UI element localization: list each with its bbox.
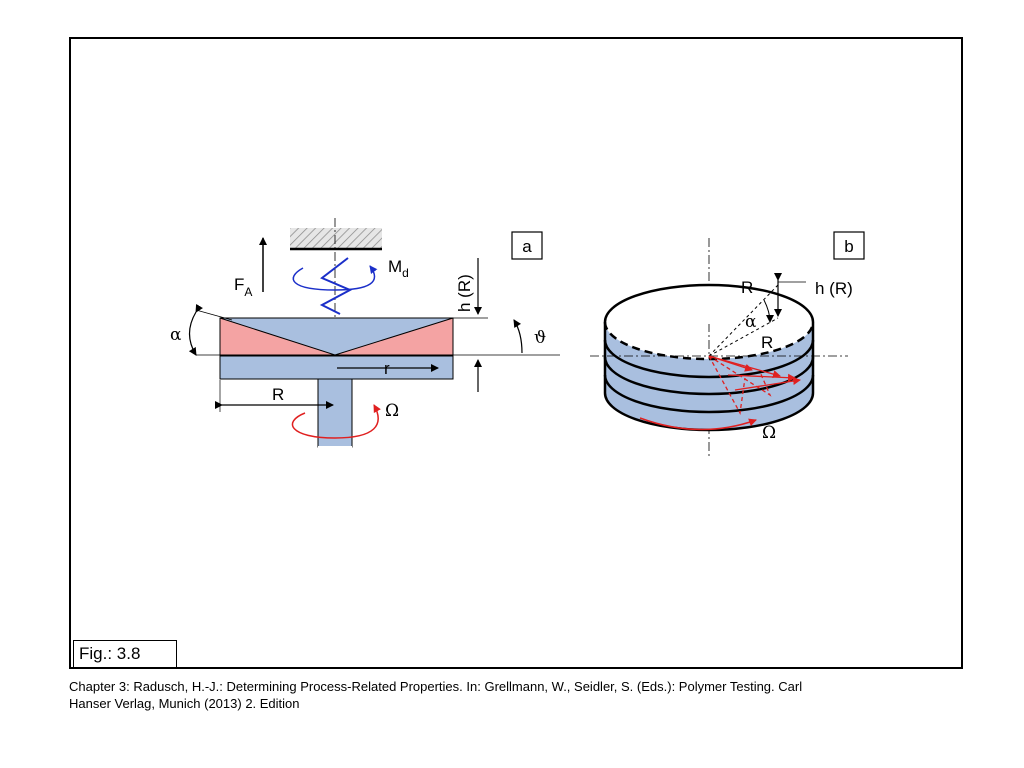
rotation-arrow-b	[639, 417, 757, 431]
radius-bottom-label: R	[761, 333, 773, 352]
figure-label: Fig.: 3.8	[73, 640, 177, 668]
deflection-arc	[513, 319, 523, 354]
torsion-spring	[319, 257, 353, 315]
deflection-label: ϑ	[534, 328, 546, 348]
torque-label: Md	[388, 257, 409, 280]
shear-vectors	[708, 355, 801, 416]
panel-a-tag: a	[522, 237, 532, 256]
radius-R-label: R	[272, 385, 284, 404]
figure-caption: Chapter 3: Radusch, H.-J.: Determining P…	[69, 678, 969, 712]
omega-label-b: Ω	[762, 423, 776, 443]
force-label: FA	[234, 275, 252, 299]
panel-b: b h (R) R α R Ω	[590, 231, 865, 458]
gap-label-a: h (R)	[455, 274, 474, 312]
radius-r-label: r	[384, 359, 390, 378]
gap-label-b: h (R)	[815, 279, 853, 298]
angle-label-b: α	[745, 312, 757, 332]
cone-angle-label: α	[170, 325, 182, 345]
panel-a: a FA Md h (R) α ϑ r R Ω	[170, 218, 560, 450]
radius-top-label: R	[741, 278, 753, 297]
panel-b-tag-box	[833, 231, 865, 260]
caption-line-1: Chapter 3: Radusch, H.-J.: Determining P…	[69, 679, 803, 694]
top-ellipse-front	[603, 321, 815, 361]
caption-line-2: Hanser Verlag, Munich (2013) 2. Edition	[69, 696, 300, 711]
omega-label-a: Ω	[385, 401, 399, 421]
cone-angle-arc	[188, 303, 204, 356]
panel-a-tag-box	[511, 231, 543, 260]
fixed-wall	[290, 228, 382, 248]
rotation-arrow-a	[291, 404, 381, 439]
top-ellipse-back	[603, 283, 815, 323]
torque-arrow	[292, 265, 378, 291]
cone	[219, 317, 454, 356]
shaft	[317, 378, 353, 448]
panel-b-tag: b	[844, 237, 853, 256]
